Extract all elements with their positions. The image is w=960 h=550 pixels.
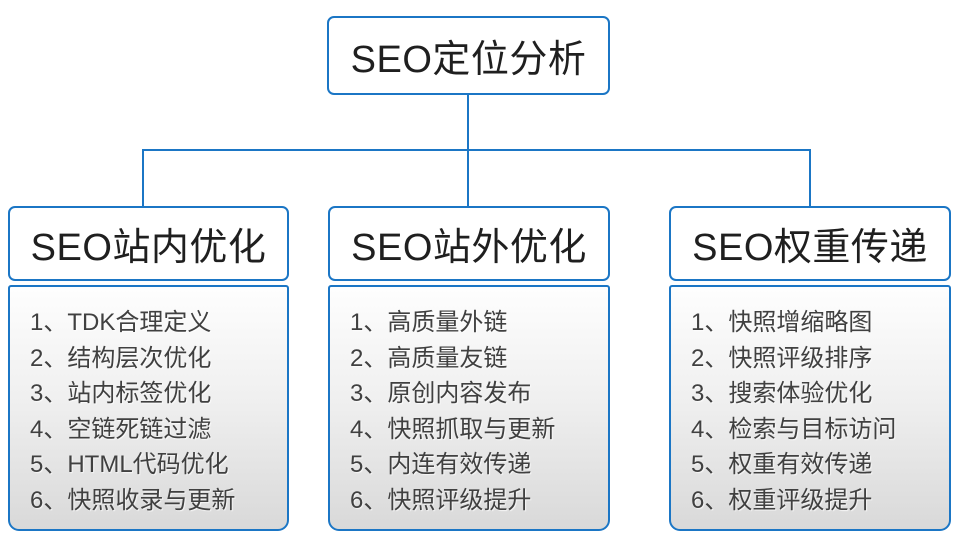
connector-horizontal (142, 149, 811, 151)
connector-drop-left (142, 150, 144, 207)
column-header-onsite: SEO站内优化 (8, 206, 289, 281)
column-header-weight-title: SEO权重传递 (692, 227, 928, 269)
list-item: 5、权重有效传递 (691, 451, 873, 479)
column-header-weight: SEO权重传递 (669, 206, 951, 281)
list-item: 1、快照增缩略图 (691, 309, 873, 337)
list-panel-weight: 1、快照增缩略图 2、快照评级排序 3、搜索体验优化 4、检索与目标访问 5、权… (669, 285, 951, 531)
list-item: 1、高质量外链 (350, 309, 508, 337)
list-item: 1、TDK合理定义 (30, 309, 212, 337)
column-header-offsite-title: SEO站外优化 (351, 227, 587, 269)
root-node-title: SEO定位分析 (350, 39, 587, 81)
list-item: 5、内连有效传递 (350, 451, 532, 479)
column-header-offsite: SEO站外优化 (328, 206, 610, 281)
root-node: SEO定位分析 (327, 16, 610, 95)
list-panel-onsite: 1、TDK合理定义 2、结构层次优化 3、站内标签优化 4、空链死链过滤 5、H… (8, 285, 289, 531)
list-item: 6、权重评级提升 (691, 486, 873, 514)
list-item: 3、站内标签优化 (30, 380, 212, 408)
list-item: 2、快照评级排序 (691, 344, 873, 372)
list-item: 6、快照评级提升 (350, 486, 532, 514)
connector-drop-right (809, 150, 811, 207)
list-item: 2、高质量友链 (350, 344, 508, 372)
list-item: 6、快照收录与更新 (30, 486, 236, 514)
column-header-onsite-title: SEO站内优化 (30, 227, 267, 269)
list-item: 3、原创内容发布 (350, 380, 532, 408)
list-item: 4、快照抓取与更新 (350, 415, 556, 443)
list-item: 2、结构层次优化 (30, 344, 212, 372)
list-panel-offsite: 1、高质量外链 2、高质量友链 3、原创内容发布 4、快照抓取与更新 5、内连有… (328, 285, 610, 531)
connector-drop-middle (467, 150, 469, 207)
list-item: 4、检索与目标访问 (691, 415, 897, 443)
list-item: 4、空链死链过滤 (30, 415, 212, 443)
connector-stem (467, 95, 469, 151)
list-item: 3、搜索体验优化 (691, 380, 873, 408)
list-item: 5、HTML代码优化 (30, 451, 229, 479)
